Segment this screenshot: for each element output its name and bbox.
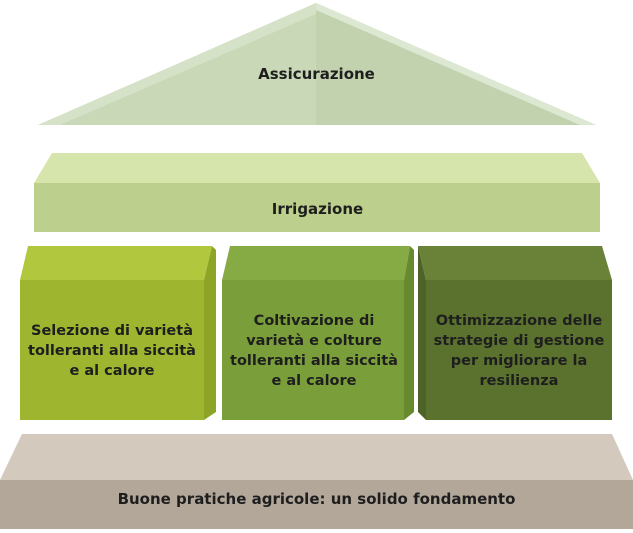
beam-face: [34, 183, 600, 232]
pillar-2-label: Coltivazione di varietà e colture toller…: [230, 313, 398, 389]
base-top: [0, 434, 633, 480]
pillar-3-face: [426, 280, 612, 420]
pillar-3-side: [418, 246, 426, 420]
beam-label: Irrigazione: [271, 200, 364, 218]
pillar-2-top: [222, 246, 410, 280]
beam-top: [34, 153, 600, 183]
pillar-3-top: [418, 246, 612, 280]
pillar-2-face: [222, 280, 404, 420]
pillar-3-label: Ottimizzazione delle strategie di gestio…: [433, 313, 605, 389]
base-face: [0, 480, 633, 529]
pillar-1-side: [204, 246, 216, 420]
base-label: Buone pratiche agricole: un solido fonda…: [117, 490, 516, 508]
roof-label: Assicurazione: [258, 65, 375, 83]
pillar-2-side: [404, 246, 414, 420]
pillar-1-label: Selezione di varietà tolleranti alla sic…: [28, 323, 196, 379]
roof-highlight: [316, 3, 596, 125]
roof-top-highlight: [38, 3, 316, 125]
pillar-1-top: [20, 246, 212, 280]
pillar-1-face: [20, 280, 204, 420]
